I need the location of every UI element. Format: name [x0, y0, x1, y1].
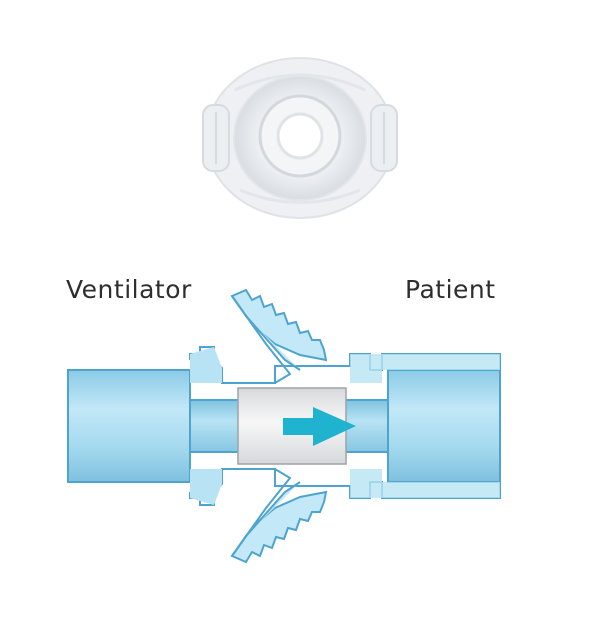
valve-photo: [202, 57, 398, 219]
flow-arrow-icon: [283, 407, 356, 446]
ventilator-label: Ventilator: [66, 275, 192, 304]
valve-cross-section: [67, 288, 501, 564]
upper-flap: [230, 288, 328, 362]
patient-tube: [387, 369, 501, 483]
patient-label: Patient: [405, 275, 496, 304]
ventilator-tube: [67, 369, 191, 483]
lower-flap: [230, 490, 328, 564]
